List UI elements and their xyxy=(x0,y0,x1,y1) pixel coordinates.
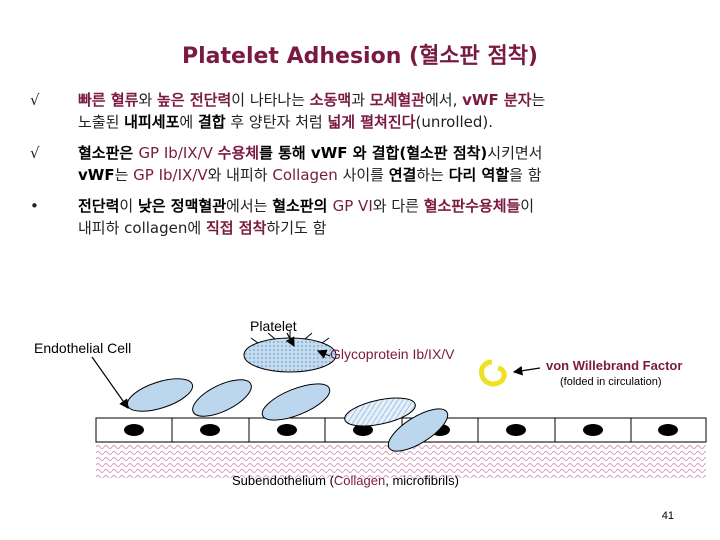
bullet-text-segment: 혈소판의 xyxy=(272,197,333,215)
bullet-text-segment: 수용체 xyxy=(217,144,260,162)
bullet-text-segment: 을 함 xyxy=(509,166,542,184)
vwf-sublabel: (folded in circulation) xyxy=(560,376,662,388)
bullet-mark: • xyxy=(30,197,39,215)
bullet-text-segment: 와 다른 xyxy=(372,197,424,215)
bullet-text-segment: GP VI xyxy=(332,197,373,215)
bullet-text-segment: 사이를 xyxy=(342,166,389,184)
subendothelium-label: Subendothelium (Collagen, microfibrils) xyxy=(232,473,459,488)
bullet-text-segment: 소동맥 xyxy=(309,91,352,109)
bullet-text-segment: 시키면서 xyxy=(487,144,543,162)
bullet-text-segment: 과 xyxy=(351,91,370,109)
bullet-line: 전단력이 낮은 정맥혈관에서는 혈소판의 GP VI와 다른 혈소판수용체들이 xyxy=(78,196,534,217)
bullet-text-segment: 직접 점착 xyxy=(205,219,267,237)
bullet-text-segment: 와 내피하 xyxy=(207,166,273,184)
bullet-text-segment: GP Ib/IX/V xyxy=(138,144,218,162)
bullet-text-segment: 이 xyxy=(520,197,535,215)
bullet-line: 빠른 혈류와 높은 전단력이 나타나는 소동맥과 모세혈관에서, vWF 분자는 xyxy=(78,90,545,111)
bullet-text-segment: 에 xyxy=(179,113,198,131)
bullet-line: vWF는 GP Ib/IX/V와 내피하 Collagen 사이를 연결하는 다… xyxy=(78,165,542,186)
bullet-line: 노출된 내피세포에 결합 후 양탄자 처럼 넓게 펼쳐진다(unrolled). xyxy=(78,112,493,133)
slide-title: Platelet Adhesion (혈소판 점착) xyxy=(182,44,538,69)
bullet-text-segment: 빠른 혈류 xyxy=(78,91,139,109)
bullet-mark: √ xyxy=(30,144,40,162)
bullet-text-segment: 혈소판은 xyxy=(78,144,139,162)
bullet-text-segment: 에서는 xyxy=(226,197,273,215)
bullet-text-segment: 내피하 collagen xyxy=(78,219,188,237)
bullet-text-segment: 모세혈관 xyxy=(369,91,425,109)
vwf-label: von Willebrand Factor xyxy=(546,358,683,373)
bullet-text-segment: 하기도 함 xyxy=(266,219,327,237)
bullet-text-segment: 높은 전단력 xyxy=(157,91,232,109)
bullet-text-segment: 에서, xyxy=(424,91,463,109)
bullet-text-segment: (unrolled). xyxy=(415,113,494,131)
bullet-text-segment: (혈소판 점착) xyxy=(399,144,488,162)
bullet-text-segment: 와 xyxy=(138,91,158,109)
bullet-text-segment: Collagen xyxy=(272,166,343,184)
bullet-line: 내피하 collagen에 직접 점착하기도 함 xyxy=(78,218,326,239)
bullet-text-segment: vWF 와 결합 xyxy=(310,144,400,162)
bullet-text-segment: 혈소판수용체들 xyxy=(423,197,521,215)
bullet-text-segment: 결합 xyxy=(197,113,226,131)
bullet-text-segment: 다리 역할 xyxy=(448,166,510,184)
bullet-text-segment: 이 xyxy=(119,197,138,215)
collagen-word: Collagen xyxy=(333,473,386,488)
glycoprotein-label: Glycoprotein Ib/IX/V xyxy=(330,346,455,362)
vwf-folded xyxy=(479,359,507,387)
bullet-text-segment: 는 xyxy=(114,166,134,184)
bullet-text-segment: 전단력 xyxy=(78,197,120,215)
bullet-text-segment: GP Ib/IX/V xyxy=(133,166,208,184)
page-number: 41 xyxy=(661,510,674,522)
bullet-line: 혈소판은 GP Ib/IX/V 수용체를 통해 vWF 와 결합(혈소판 점착)… xyxy=(78,143,542,164)
bullet-text-segment: 이 나타나는 xyxy=(231,91,310,109)
bullet-text-segment: 연결 xyxy=(388,166,417,184)
adhering-platelets xyxy=(126,378,449,452)
bullet-text-segment: 넓게 펼쳐진다 xyxy=(327,113,416,131)
subendothelium-suffix: , microfibrils) xyxy=(385,473,459,488)
bullet-text-segment: 에 xyxy=(187,219,206,237)
bullet-text-segment: 내피세포 xyxy=(124,113,180,131)
bullet-text-segment: 하는 xyxy=(416,166,449,184)
platelet-label: Platelet xyxy=(250,318,297,334)
bullet-text-segment: 노출된 xyxy=(78,113,125,131)
bullet-text-segment: vWF 분자 xyxy=(462,91,532,109)
bullet-mark: √ xyxy=(30,91,40,109)
bullet-text-segment: 후 양탄자 처럼 xyxy=(225,113,328,131)
bullet-text-segment: vWF xyxy=(78,166,115,184)
bullet-text-segment: 를 통해 xyxy=(259,144,311,162)
endothelial-cell-label: Endothelial Cell xyxy=(34,340,132,356)
bullet-text-segment: 는 xyxy=(531,91,546,109)
subendothelium-prefix: Subendothelium ( xyxy=(232,473,334,488)
bullet-text-segment: 낮은 정맥혈관 xyxy=(137,197,227,215)
